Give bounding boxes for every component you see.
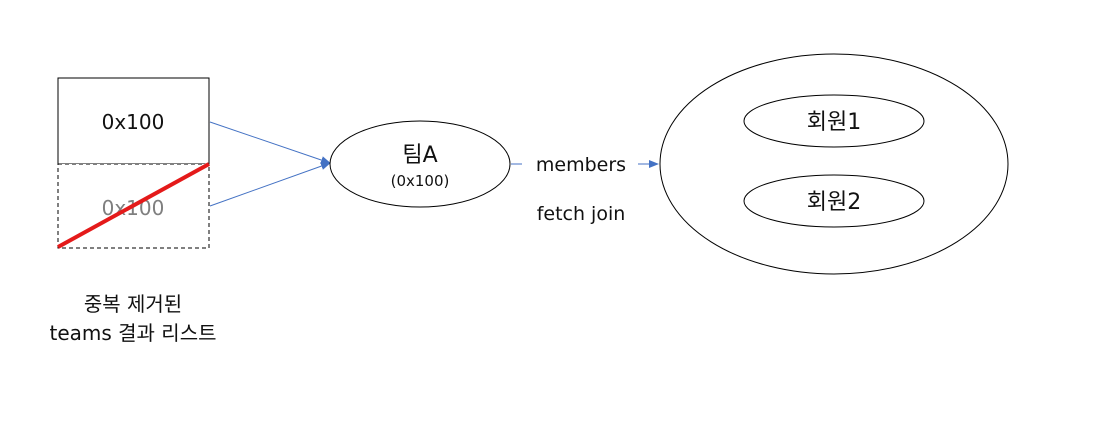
duplicate-strike-line — [57, 162, 210, 249]
team-address: (0x100) — [391, 172, 450, 190]
member-name-2: 회원2 — [807, 190, 861, 215]
team-name: 팀A — [402, 143, 437, 168]
member-node-1 — [743, 94, 925, 148]
relation-label: members — [536, 154, 626, 176]
arrow-duplicate-to-team — [209, 162, 331, 207]
arrow-top-to-team — [209, 121, 331, 164]
team-node — [329, 120, 511, 208]
relation-sublabel: fetch join — [537, 203, 626, 225]
result-list-caption: 중복 제거된 teams 결과 리스트 — [20, 290, 246, 348]
member-name-1: 회원1 — [807, 110, 861, 135]
list-cell-top — [57, 77, 210, 165]
list-cell-top-label: 0x100 — [102, 110, 165, 134]
result-list-caption-line2: teams 결과 리스트 — [49, 321, 217, 345]
member-node-2 — [743, 174, 925, 228]
members-collection-node — [659, 53, 1009, 275]
result-list-caption-line1: 중복 제거된 — [83, 292, 183, 316]
